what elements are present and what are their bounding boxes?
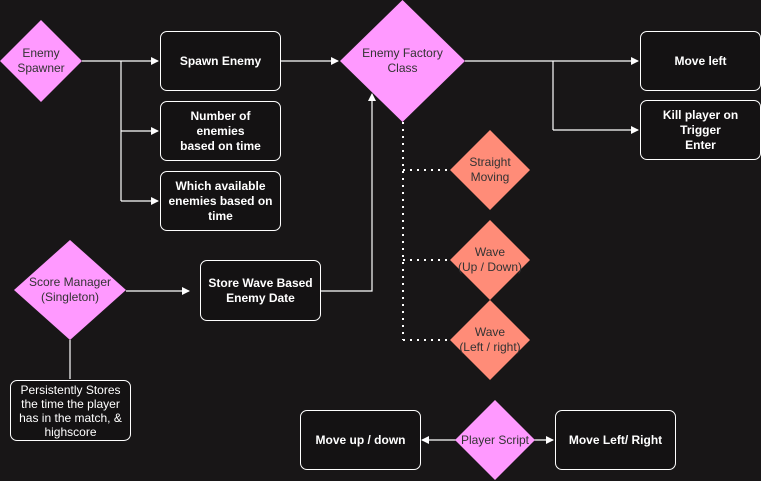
label-line: Class [387, 61, 418, 75]
available-enemies-node[interactable]: Which available enemies based on time [160, 171, 281, 231]
diamond-shape [450, 130, 530, 210]
label-line: Store Wave Based [208, 275, 313, 290]
label-line: based on time [180, 138, 261, 153]
persistently-stores-label: Persistently Stores the time the player … [19, 383, 122, 439]
label-line: (Up / Down) [457, 260, 522, 274]
label-line: Score Manager [28, 275, 112, 289]
enemy-factory-node[interactable]: Enemy Factory Class [340, 0, 465, 122]
spawn-enemy-node[interactable]: Spawn Enemy [160, 31, 281, 91]
straight-moving-label: Straight Moving [467, 155, 512, 185]
label-line: Wave [474, 245, 506, 259]
store-wave-label: Store Wave Based Enemy Date [208, 276, 312, 306]
spawn-enemy-label: Spawn Enemy [179, 53, 262, 68]
move-left-right-label: Move Left/ Right [568, 432, 663, 447]
wave-up-down-node[interactable]: Wave (Up / Down) [450, 220, 530, 300]
label-line: Kill player on Trigger [662, 107, 739, 137]
wave-up-down-label: Wave (Up / Down) [456, 245, 524, 275]
enemy-factory-label: Enemy Factory Class [360, 46, 445, 76]
straight-moving-node[interactable]: Straight Moving [450, 130, 530, 210]
available-enemies-label: Which available enemies based on time [168, 179, 272, 224]
player-script-node[interactable]: Player Script [455, 400, 535, 480]
diamond-shape [450, 300, 530, 380]
label-line: (Left / right) [459, 340, 521, 354]
label-line: Moving [470, 170, 510, 184]
label-line: Enter [685, 137, 716, 152]
enemy-spawner-label: Enemy Spawner [15, 46, 66, 76]
label-line: Persistently Stores [20, 382, 121, 397]
diamond-shape [14, 240, 126, 340]
store-wave-node[interactable]: Store Wave Based Enemy Date [200, 260, 321, 321]
kill-player-node[interactable]: Kill player on Trigger Enter [640, 100, 761, 160]
number-of-enemies-label: Number of enemies based on time [165, 109, 276, 154]
number-of-enemies-node[interactable]: Number of enemies based on time [160, 101, 281, 161]
diamond-shape [455, 400, 535, 480]
label-line: Enemy Factory [362, 46, 443, 60]
label-line: the time the player [21, 396, 120, 411]
label-line: Number of enemies [190, 108, 251, 138]
label-line: (Singleton) [40, 290, 99, 304]
score-manager-label: Score Manager (Singleton) [27, 275, 113, 305]
label-line: Straight [469, 155, 511, 169]
wave-left-right-label: Wave (Left / right) [457, 325, 522, 355]
wave-left-right-node[interactable]: Wave (Left / right) [450, 300, 530, 380]
label-line: Spawner [17, 61, 65, 75]
persistently-stores-node[interactable]: Persistently Stores the time the player … [10, 380, 131, 441]
label-line: Which available [175, 178, 266, 193]
label-line: time [208, 208, 233, 223]
label-line: Enemy [22, 46, 60, 60]
move-left-right-node[interactable]: Move Left/ Right [555, 410, 676, 470]
enemy-spawner-node[interactable]: Enemy Spawner [0, 20, 82, 102]
player-script-label: Player Script [460, 432, 530, 447]
label-line: enemies based on [168, 193, 273, 208]
diamond-shape [340, 0, 465, 122]
diamond-shape [0, 20, 82, 102]
move-left-node[interactable]: Move left [640, 31, 761, 91]
label-line: Enemy Date [226, 290, 295, 305]
score-manager-node[interactable]: Score Manager (Singleton) [14, 240, 126, 340]
kill-player-label: Kill player on Trigger Enter [645, 108, 756, 153]
move-up-down-label: Move up / down [315, 432, 406, 447]
edge-store-to-factory [320, 93, 376, 292]
label-line: Wave [474, 325, 506, 339]
label-line: has in the match, & [19, 410, 122, 425]
label-line: highscore [44, 424, 97, 439]
diamond-shape [450, 220, 530, 300]
move-left-label: Move left [674, 53, 727, 68]
move-up-down-node[interactable]: Move up / down [300, 410, 421, 470]
